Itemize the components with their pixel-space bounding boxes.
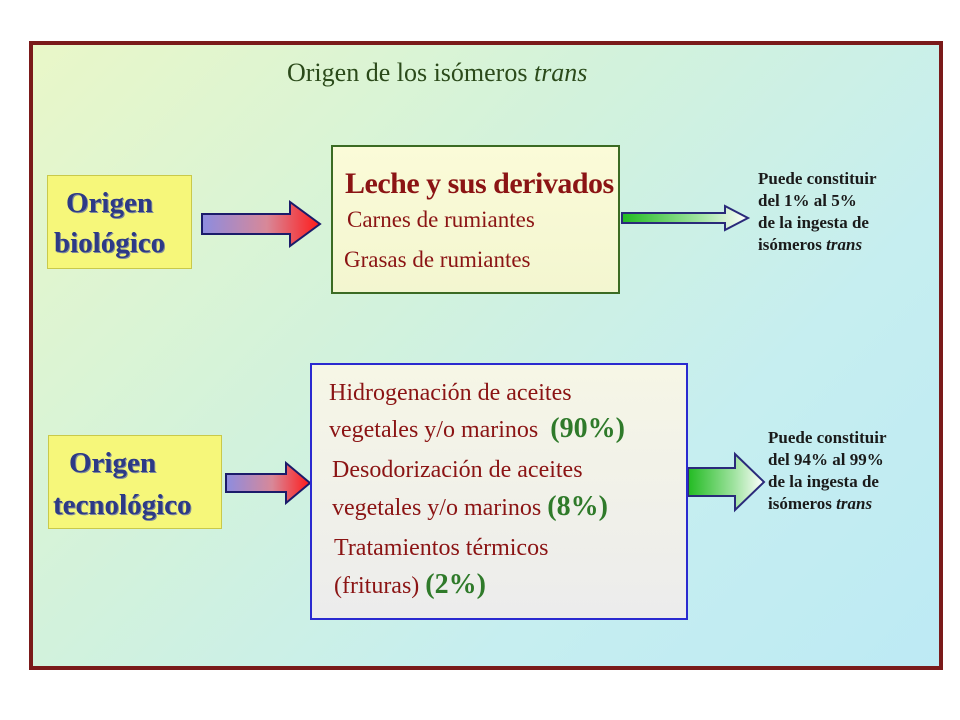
tec-item3-pct: (2%) (425, 569, 486, 600)
title-italic: trans (533, 58, 588, 87)
tec-note-line2: del 94% al 99% (768, 450, 884, 469)
bio-label-line2: biológico (54, 227, 166, 259)
diagram-title: Origen de los isómeros trans (287, 58, 587, 88)
tec-item2-text: vegetales y/o marinos (332, 495, 542, 521)
tec-item2-line1: Desodorización de aceites (332, 457, 583, 483)
tec-note-trans: trans (836, 494, 873, 513)
bio-item-milk: Leche y sus derivados (345, 167, 614, 200)
tec-item1-line2: vegetales y/o marinos (90%) (329, 413, 625, 445)
bio-note: Puede constituir del 1% al 5% de la inge… (758, 168, 877, 256)
bio-label-line1: Origen (66, 187, 153, 219)
bio-input-arrow (201, 200, 322, 248)
tec-label-line1: Origen (69, 447, 156, 479)
tec-item2-pct: (8%) (547, 491, 608, 522)
tec-item3-text: (frituras) (334, 573, 420, 599)
title-main: Origen de los isómeros (287, 58, 528, 87)
tec-output-arrow (687, 451, 766, 513)
tec-item3-line1: Tratamientos térmicos (334, 535, 549, 561)
bio-sources-box: Leche y sus derivados Carnes de rumiante… (331, 145, 620, 294)
tec-note-line1: Puede constituir (768, 428, 887, 447)
tec-item1-pct: (90%) (550, 413, 625, 444)
tec-input-arrow (225, 460, 312, 506)
bio-output-arrow (621, 204, 751, 232)
tec-note: Puede constituir del 94% al 99% de la in… (768, 427, 887, 515)
bio-note-isomers: isómeros (758, 235, 822, 254)
tec-item1-line1: Hidrogenación de aceites (329, 380, 572, 406)
tec-label-line2: tecnológico (53, 489, 192, 521)
tec-origin-label: Origen tecnológico (48, 435, 222, 529)
bio-note-line3: de la ingesta de (758, 213, 869, 232)
tec-item2-line2: vegetales y/o marinos (8%) (332, 491, 608, 523)
bio-note-trans: trans (826, 235, 863, 254)
tec-note-line3: de la ingesta de (768, 472, 879, 491)
bio-note-line1: Puede constituir (758, 169, 877, 188)
tec-sources-box: Hidrogenación de aceites vegetales y/o m… (310, 363, 688, 620)
bio-origin-label: Origen biológico (47, 175, 192, 269)
bio-note-line4: isómeros trans (758, 234, 877, 256)
bio-item-fat: Grasas de rumiantes (344, 247, 531, 272)
tec-item3-line2: (frituras) (2%) (334, 569, 486, 601)
tec-note-isomers: isómeros (768, 494, 832, 513)
tec-item1-text: vegetales y/o marinos (329, 417, 539, 443)
bio-item-meat: Carnes de rumiantes (347, 207, 535, 232)
bio-note-line2: del 1% al 5% (758, 191, 857, 210)
tec-note-line4: isómeros trans (768, 493, 887, 515)
